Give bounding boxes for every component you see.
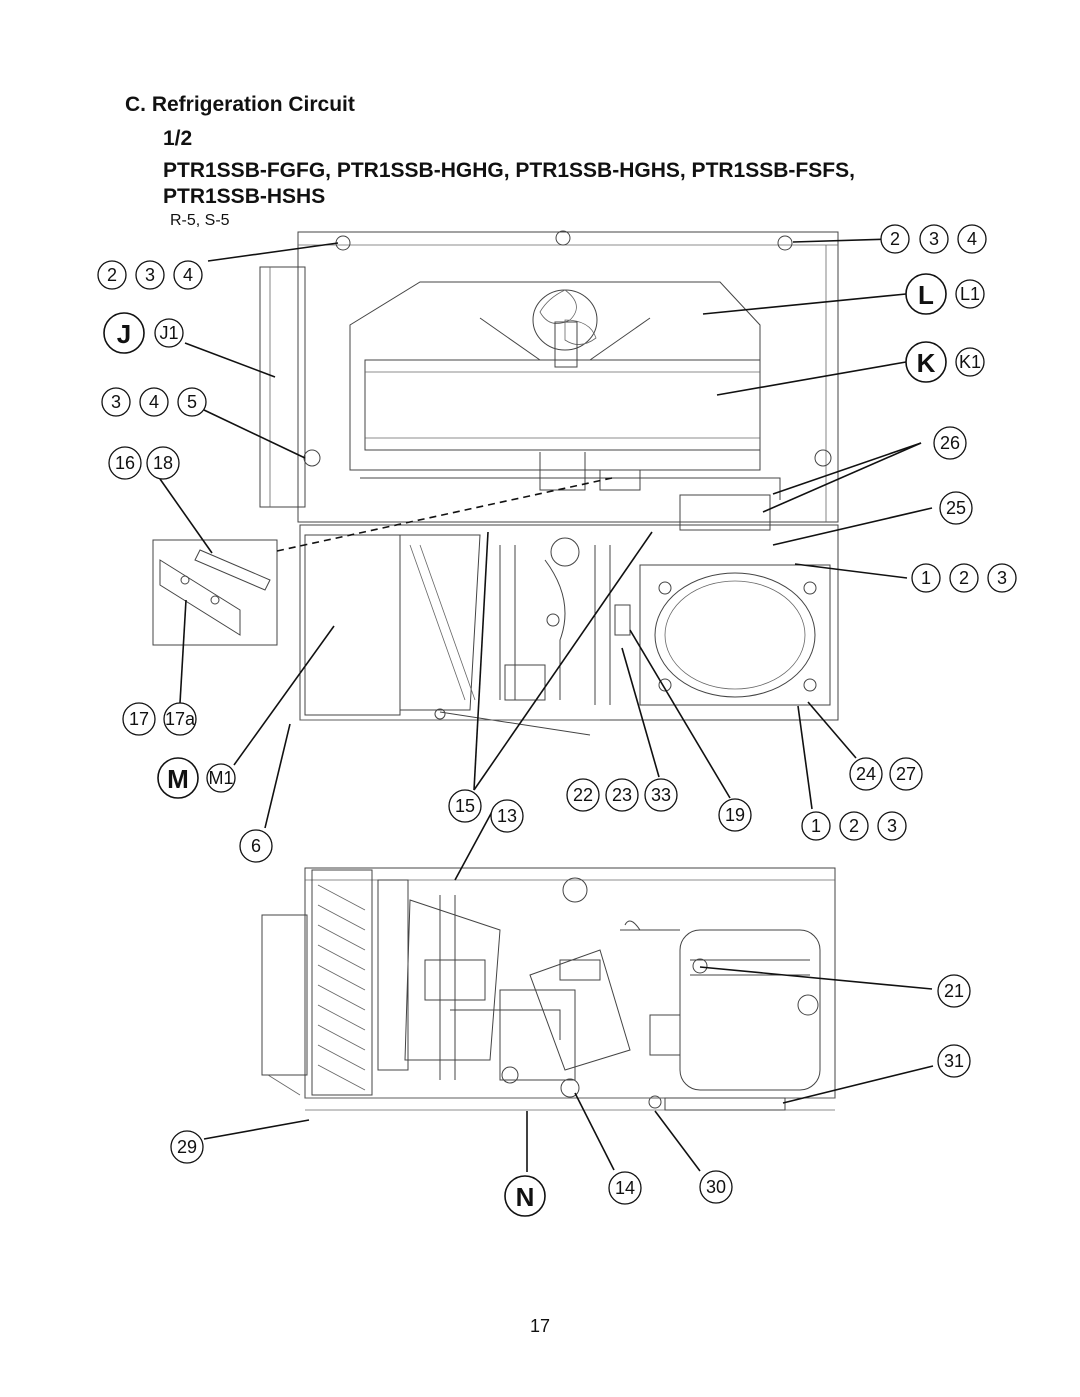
callout-21: 21 — [937, 974, 971, 1008]
callout-14-text: 14 — [615, 1178, 635, 1198]
page-number: 17 — [529, 1316, 551, 1336]
callout-17-17a: 17 17a — [122, 702, 197, 736]
callout-13-text: 13 — [497, 806, 517, 826]
callout-3-4-5-text: 3 — [111, 392, 121, 412]
callout-J: J J1 — [103, 312, 184, 354]
callout-31-text: 31 — [944, 1051, 964, 1071]
compressor — [654, 572, 816, 698]
callout-6: 6 — [239, 829, 273, 863]
callout-1-2-3-upper-text: 2 — [959, 568, 969, 588]
callout-2-3-4-left-text: 4 — [183, 265, 193, 285]
fan-motor — [554, 321, 578, 368]
callout-16-18-text: 16 — [115, 453, 135, 473]
callout-25: 25 — [939, 491, 973, 525]
callout-26: 26 — [933, 426, 967, 460]
callout-1-2-3-lower: 1 2 3 — [801, 811, 907, 841]
callout-3-4-5-text: 5 — [187, 392, 197, 412]
model-list-line-2: PTR1SSB-HSHS — [163, 185, 326, 208]
callout-L: L L1 — [905, 273, 985, 315]
callout-K: K K1 — [905, 341, 985, 383]
callout-2-3-4-left-text: 2 — [107, 265, 117, 285]
callout-M: M M1 — [157, 757, 236, 799]
callout-3-4-5: 3 4 5 — [101, 387, 207, 417]
callout-17-17a-text: 17a — [165, 709, 196, 729]
lower-valve — [560, 1078, 580, 1098]
lower-unit-drawing — [261, 867, 836, 1111]
lower-side-box — [261, 914, 308, 1076]
callout-M-letter: M — [167, 764, 189, 794]
callout-2-3-4-right: 2 3 4 — [880, 224, 987, 254]
callout-24-27-text: 24 — [856, 764, 876, 784]
callout-N: N — [504, 1175, 546, 1217]
callout-30: 30 — [699, 1170, 733, 1204]
callout-6-text: 6 — [251, 836, 261, 856]
callout-2-3-4-right-text: 2 — [890, 229, 900, 249]
callout-3-4-5-text: 4 — [149, 392, 159, 412]
callout-24-27: 24 27 — [849, 757, 923, 791]
callout-26-text: 26 — [940, 433, 960, 453]
evaporator-shroud — [349, 281, 761, 471]
callout-22-23-33: 22 23 33 — [566, 778, 678, 812]
callout-16-18-text: 18 — [153, 453, 173, 473]
callout-J-label: J1 — [159, 323, 178, 343]
callout-2-3-4-right-text: 4 — [967, 229, 977, 249]
callout-31: 31 — [937, 1044, 971, 1078]
callout-J-letter: J — [117, 319, 131, 349]
callout-1-2-3-upper: 1 2 3 — [911, 563, 1017, 593]
model-list-line-1: PTR1SSB-FGFG, PTR1SSB-HGHG, PTR1SSB-HGHS… — [163, 159, 855, 182]
callout-K-letter: K — [917, 348, 936, 378]
upper-unit-drawing — [152, 230, 839, 736]
condenser-coil — [311, 869, 373, 1096]
callout-22-23-33-text: 22 — [573, 785, 593, 805]
callout-22-23-33-text: 33 — [651, 785, 671, 805]
callout-19: 19 — [718, 798, 752, 832]
callout-14: 14 — [608, 1171, 642, 1205]
callout-29: 29 — [170, 1130, 204, 1164]
callout-L-label: L1 — [960, 284, 980, 304]
callout-L-letter: L — [918, 280, 934, 310]
leader-lines — [159, 238, 934, 1172]
callout-15: 15 — [448, 789, 482, 823]
callout-1-2-3-upper-text: 3 — [997, 568, 1007, 588]
callout-1-2-3-lower-text: 3 — [887, 816, 897, 836]
detail-inset — [152, 539, 278, 646]
evaporator-coil — [364, 359, 761, 451]
compressor-frame — [639, 564, 831, 706]
callout-16-18: 16 18 — [108, 446, 180, 480]
upper-back-panel — [297, 231, 839, 523]
lower-compressor — [679, 929, 821, 1091]
callout-1-2-3-upper-text: 1 — [921, 568, 931, 588]
callout-21-text: 21 — [944, 981, 964, 1001]
callout-1-2-3-lower-text: 1 — [811, 816, 821, 836]
callout-15-text: 15 — [455, 796, 475, 816]
callout-22-23-33-text: 23 — [612, 785, 632, 805]
callout-24-27-text: 27 — [896, 764, 916, 784]
callout-29-text: 29 — [177, 1137, 197, 1157]
page-references: R-5, S-5 — [170, 212, 230, 229]
callout-2-3-4-left-text: 3 — [145, 265, 155, 285]
callout-19-text: 19 — [725, 805, 745, 825]
sheet-indicator: 1/2 — [163, 127, 193, 150]
callout-M-label: M1 — [208, 768, 233, 788]
callout-K-label: K1 — [959, 352, 981, 372]
lower-chassis — [299, 524, 839, 721]
callout-25-text: 25 — [946, 498, 966, 518]
lower-base-pan — [304, 867, 836, 1099]
callout-2-3-4-right-text: 3 — [929, 229, 939, 249]
callout-13: 13 — [490, 799, 524, 833]
side-panel — [259, 266, 306, 508]
callout-2-3-4-left: 2 3 4 — [97, 260, 203, 290]
callout-30-text: 30 — [706, 1177, 726, 1197]
callout-N-letter: N — [516, 1182, 535, 1212]
callout-17-17a-text: 17 — [129, 709, 149, 729]
callout-1-2-3-lower-text: 2 — [849, 816, 859, 836]
section-title: C. Refrigeration Circuit — [125, 93, 355, 116]
